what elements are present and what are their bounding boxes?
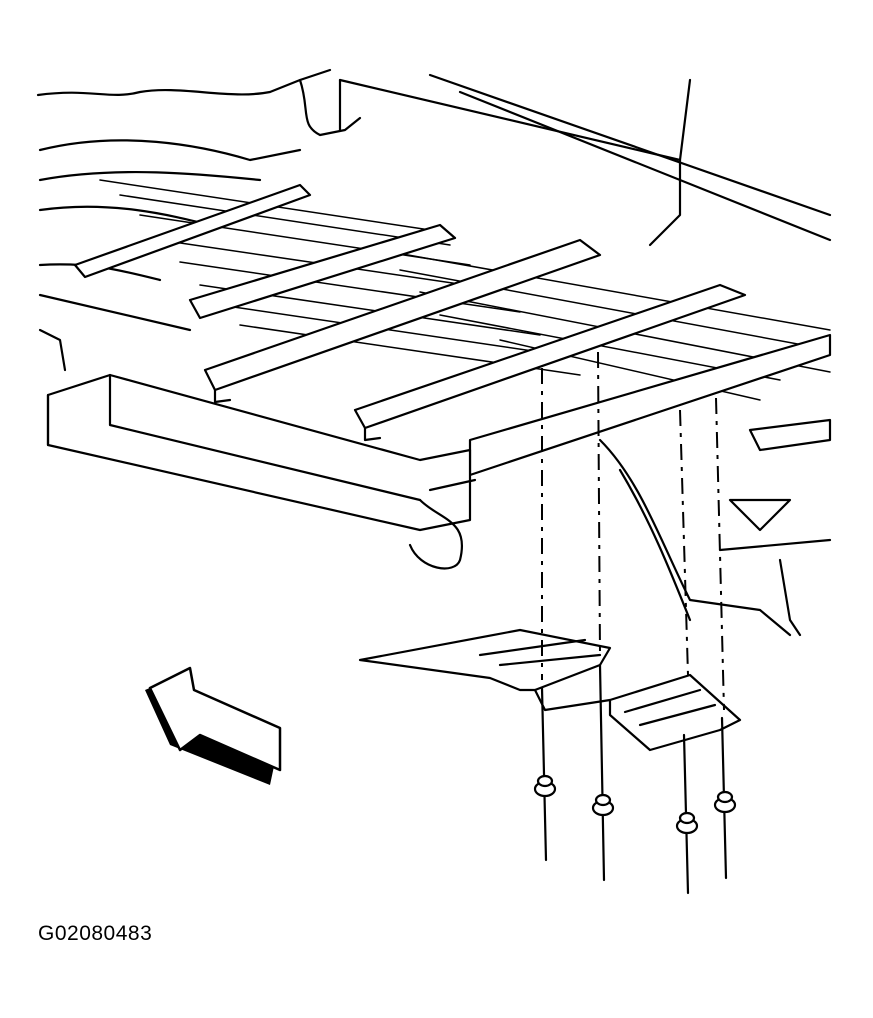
- exhaust-hanger-area: [598, 418, 832, 637]
- frame-rail: [46, 373, 477, 570]
- cross-member-2: [188, 223, 457, 320]
- fastener-2: [591, 663, 615, 882]
- fastener-4: [713, 716, 737, 880]
- alignment-lines: [541, 351, 725, 711]
- front-direction-arrow-icon: [145, 666, 282, 785]
- fastener-1: [533, 686, 557, 862]
- heat-shield-right: [533, 673, 742, 752]
- floor-panel: [36, 68, 832, 372]
- fastener-3: [675, 733, 699, 895]
- cross-member-3: [203, 238, 602, 404]
- heat-shield-left: [358, 628, 612, 692]
- figure-id-label: G02080483: [38, 922, 153, 945]
- cross-member-4: [353, 283, 747, 442]
- cross-member-1: [73, 183, 312, 279]
